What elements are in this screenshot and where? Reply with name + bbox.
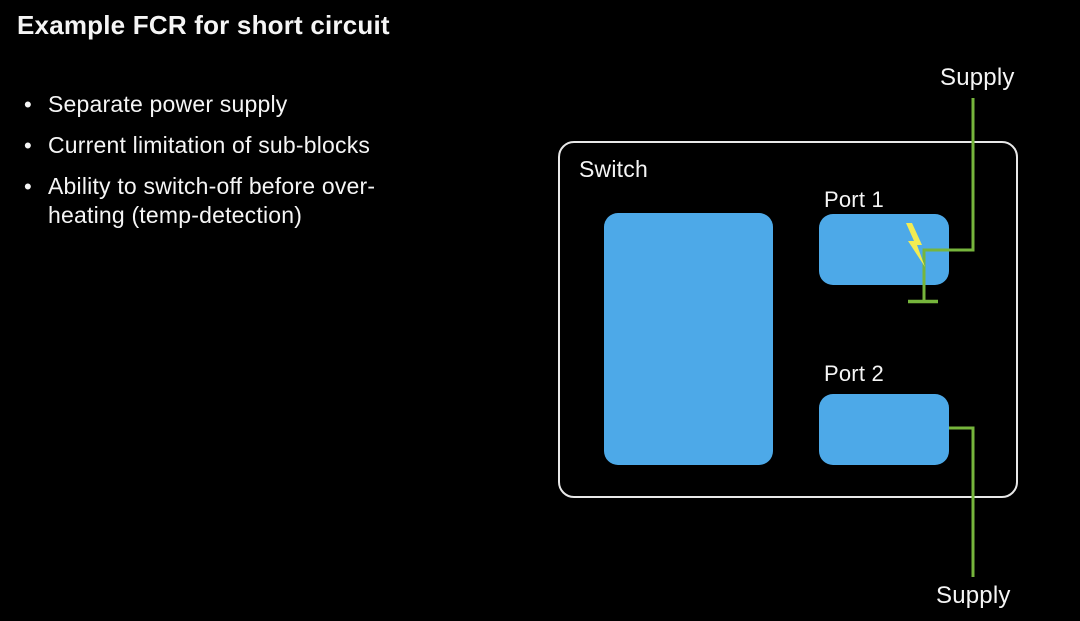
page-title: Example FCR for short circuit xyxy=(17,10,390,40)
supply-top-label: Supply xyxy=(940,64,1015,91)
bullet-text: Current limitation of sub-blocks xyxy=(48,132,371,158)
bullet-item: Ability to switch-off before over- heati… xyxy=(22,172,492,230)
bullet-item: Current limitation of sub-blocks xyxy=(22,131,492,160)
port1-label: Port 1 xyxy=(824,187,884,212)
port2-block xyxy=(819,394,949,465)
switch-core-block xyxy=(604,213,773,465)
bullet-item: Separate power supply xyxy=(22,90,492,119)
port1-block xyxy=(819,214,949,285)
port2-label: Port 2 xyxy=(824,361,884,386)
switch-label: Switch xyxy=(579,156,648,182)
bullet-text: Ability to switch-off before over- heati… xyxy=(48,173,376,228)
switch-box xyxy=(558,141,1018,498)
supply-bottom-label: Supply xyxy=(936,582,1011,609)
bullet-text: Separate power supply xyxy=(48,91,288,117)
bullet-list: Separate power supply Current limitation… xyxy=(22,90,492,242)
